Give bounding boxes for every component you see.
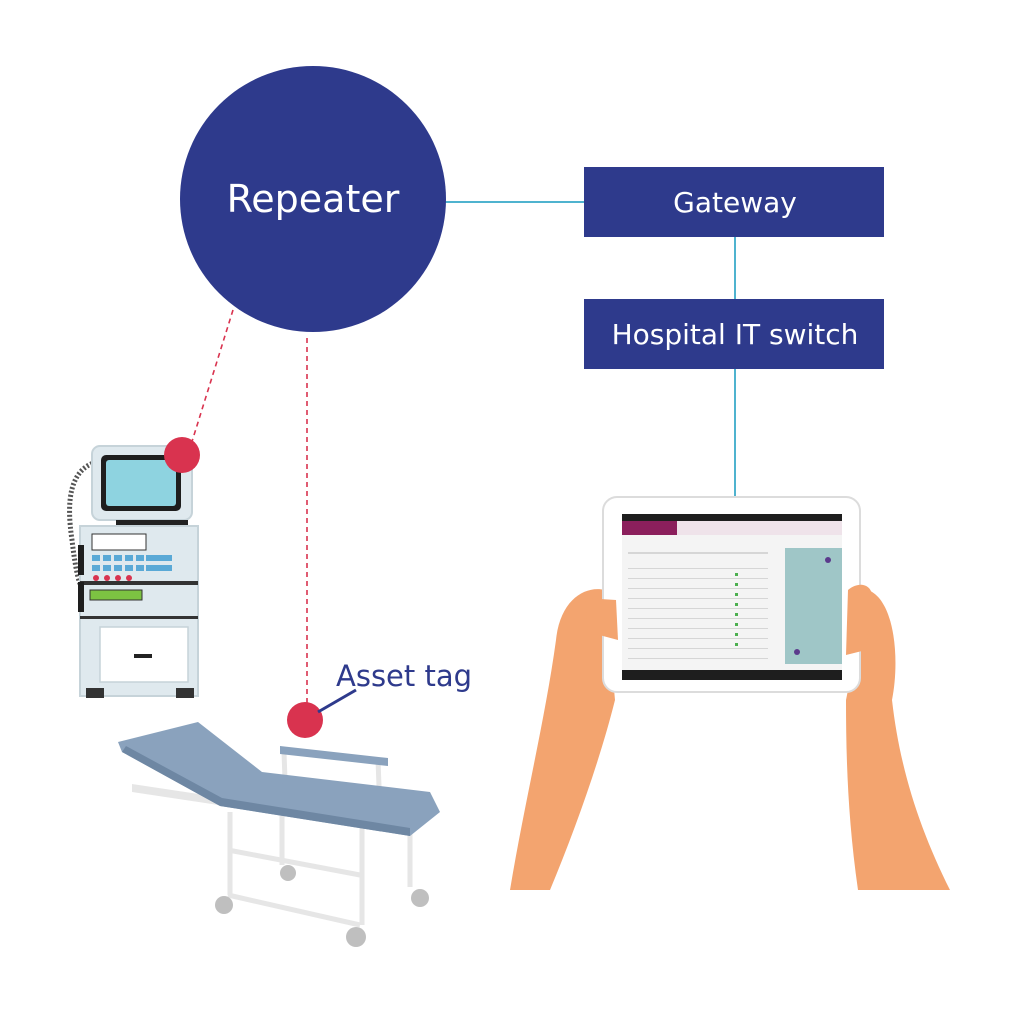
stretcher-icon	[118, 688, 440, 947]
asset-tag-pointer	[317, 688, 357, 714]
connections	[189, 201, 736, 705]
stretcher-asset-tag-dot	[287, 702, 323, 738]
hospital-it-switch-label: Hospital IT switch	[612, 318, 859, 351]
hospital-it-switch-node: Hospital IT switch	[584, 299, 884, 369]
gateway-label: Gateway	[673, 186, 797, 219]
repeater-node: Repeater	[180, 66, 446, 332]
asset-tag-label: Asset tag	[336, 659, 472, 693]
equipment-tag-dot	[164, 437, 200, 473]
repeater-label: Repeater	[227, 177, 400, 221]
gateway-node: Gateway	[584, 167, 884, 237]
repeater-equipment-radio-link	[189, 309, 234, 449]
hands-icon	[510, 589, 950, 890]
medical-monitor-icon	[67, 437, 200, 698]
tablet-icon	[585, 496, 873, 693]
